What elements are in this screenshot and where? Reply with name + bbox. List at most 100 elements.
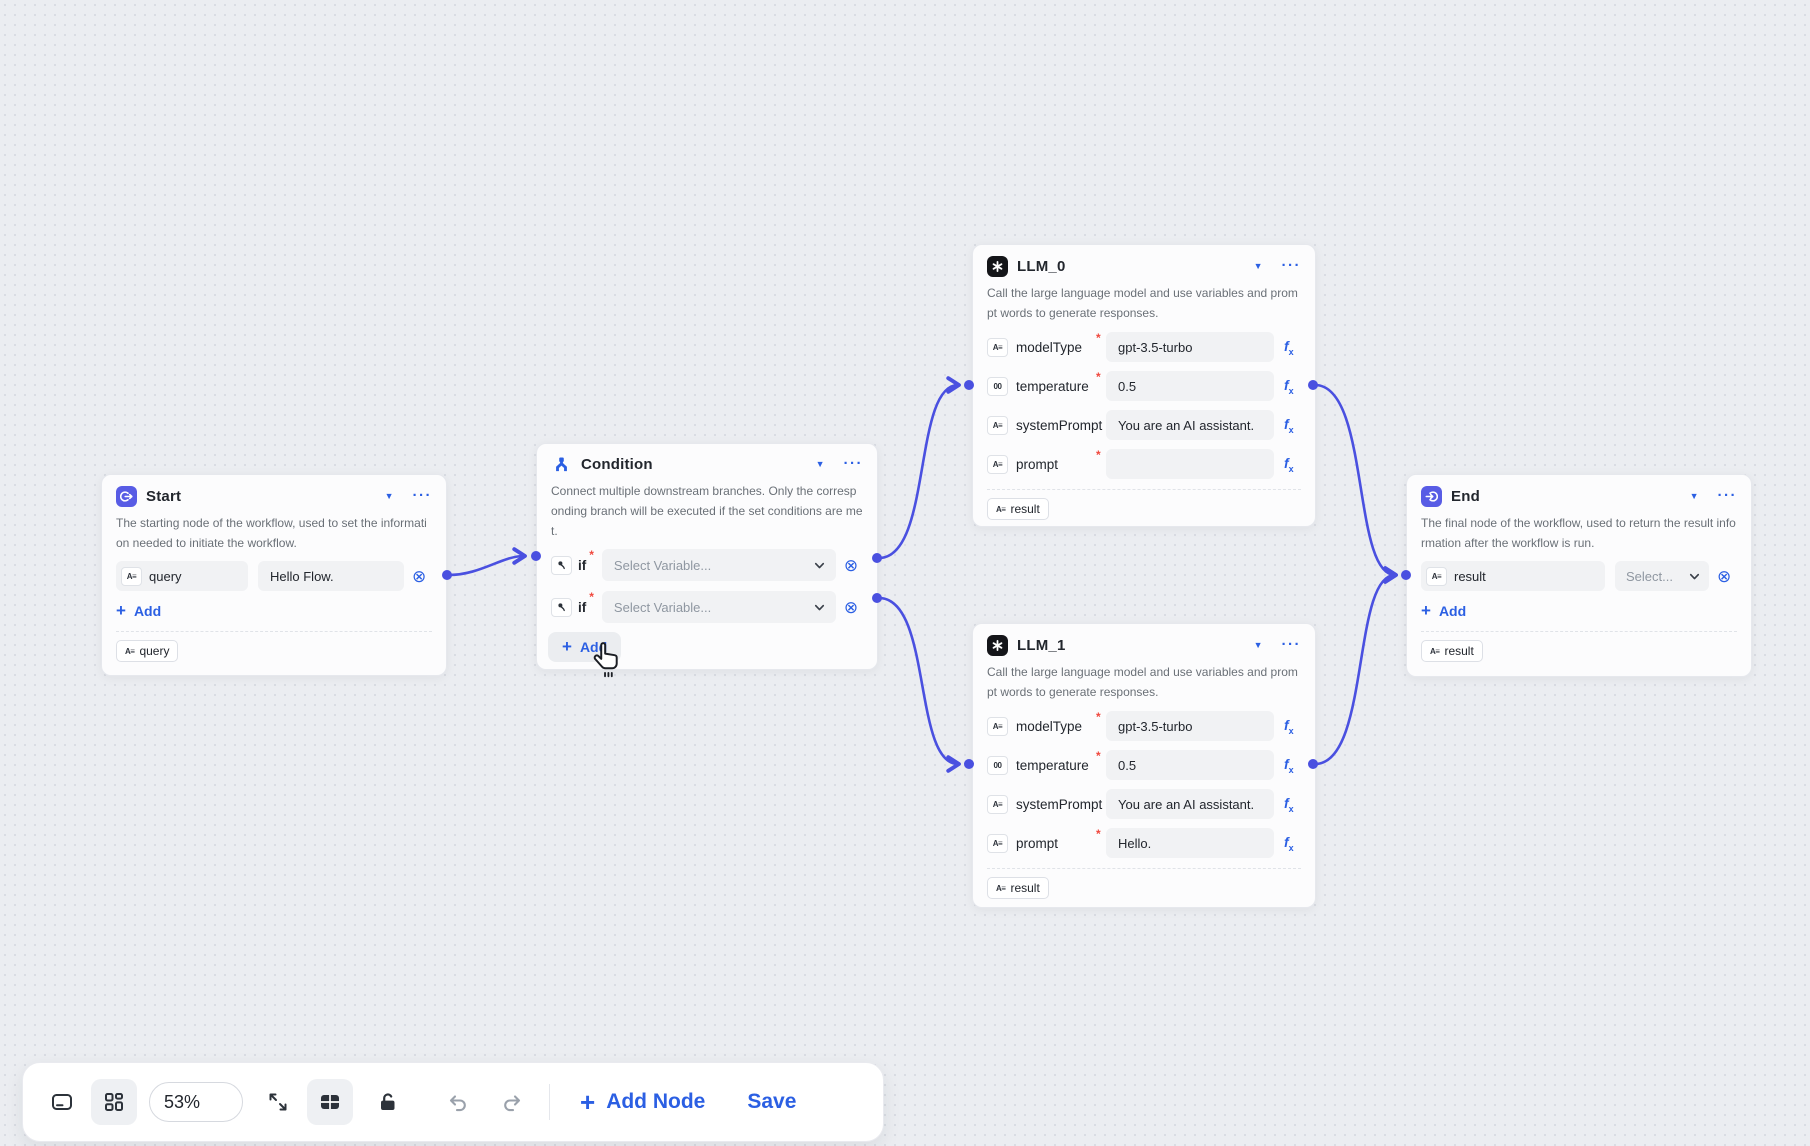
systemprompt-value-input[interactable]: You are an AI assistant. — [1106, 789, 1274, 819]
field-name: systemPrompt — [1016, 417, 1103, 433]
required-marker: * — [1096, 749, 1101, 763]
required-marker: * — [1096, 331, 1101, 345]
prompt-value-input[interactable] — [1106, 449, 1274, 479]
text-type-icon: A≡ — [987, 716, 1008, 736]
start-add-field-button[interactable]: + Add — [116, 602, 162, 619]
remove-branch-icon[interactable]: ⊗ — [843, 597, 859, 617]
add-label: Add — [133, 603, 162, 619]
text-type-icon: A≡ — [996, 504, 1006, 514]
fx-expression-icon[interactable]: fx — [1284, 755, 1294, 775]
output-chip-result[interactable]: A≡ result — [1421, 640, 1483, 662]
text-type-icon: A≡ — [125, 646, 135, 656]
add-node-button[interactable]: + Add Node — [580, 1089, 705, 1115]
zoom-input[interactable] — [149, 1082, 243, 1122]
llm1-node-header: LLM_1 ▼ ··· — [987, 634, 1301, 656]
text-type-icon: A≡ — [987, 337, 1008, 357]
required-marker: * — [1096, 370, 1101, 384]
condition-branch-row: if * Select Variable... ⊗ — [551, 549, 863, 581]
remove-branch-icon[interactable]: ⊗ — [843, 555, 859, 575]
divider — [1421, 631, 1737, 632]
start-field-row: A≡ query Hello Flow. ⊗ — [116, 561, 432, 591]
node-llm1[interactable]: LLM_1 ▼ ··· Call the large language mode… — [972, 623, 1316, 908]
more-menu-icon[interactable]: ··· — [1281, 257, 1301, 274]
more-menu-icon[interactable]: ··· — [412, 487, 432, 504]
fx-expression-icon[interactable]: fx — [1284, 794, 1294, 814]
fx-expression-icon[interactable]: fx — [1284, 337, 1294, 357]
divider — [987, 868, 1301, 869]
fx-expression-icon[interactable]: fx — [1284, 415, 1294, 435]
fx-expression-icon[interactable]: fx — [1284, 376, 1294, 396]
edge-llm0-to-end[interactable] — [1313, 383, 1398, 584]
more-menu-icon[interactable]: ··· — [1717, 487, 1737, 504]
output-chip-result[interactable]: A≡ result — [987, 498, 1049, 520]
lock-canvas-button[interactable] — [365, 1079, 411, 1125]
undo-icon — [449, 1095, 466, 1112]
fx-expression-icon[interactable]: fx — [1284, 716, 1294, 736]
modeltype-value-input[interactable]: gpt-3.5-turbo — [1106, 332, 1274, 362]
redo-button[interactable] — [489, 1079, 535, 1125]
collapse-caret-icon[interactable]: ▼ — [815, 459, 825, 469]
node-end[interactable]: End ▼ ··· The final node of the workflow… — [1406, 474, 1752, 677]
remove-field-icon[interactable]: ⊗ — [1717, 566, 1732, 586]
condition-node-header: Condition ▼ ··· — [551, 453, 863, 475]
temperature-value-input[interactable]: 0.5 — [1106, 371, 1274, 401]
temperature-value-input[interactable]: 0.5 — [1106, 750, 1274, 780]
collapse-caret-icon[interactable]: ▼ — [1253, 640, 1263, 650]
fx-expression-icon[interactable]: fx — [1284, 454, 1294, 474]
required-marker: * — [1096, 710, 1101, 724]
layout-panel-button[interactable] — [91, 1079, 137, 1125]
llm0-node-header: LLM_0 ▼ ··· — [987, 255, 1301, 277]
end-outputs: A≡ result — [1421, 640, 1737, 662]
condition-add-branch-button[interactable]: + Add — [548, 632, 622, 662]
start-field-key[interactable]: A≡ query — [116, 561, 248, 591]
start-node-title: Start — [146, 487, 182, 505]
undo-button[interactable] — [435, 1079, 481, 1125]
collapse-caret-icon[interactable]: ▼ — [1689, 491, 1699, 501]
node-start[interactable]: Start ▼ ··· The starting node of the wor… — [101, 474, 447, 676]
end-field-row: A≡ result Select... ⊗ — [1421, 561, 1737, 591]
collapse-caret-icon[interactable]: ▼ — [384, 491, 394, 501]
text-type-icon: A≡ — [1426, 566, 1447, 586]
end-add-field-button[interactable]: + Add — [1421, 602, 1466, 619]
node-condition[interactable]: Condition ▼ ··· Connect multiple downstr… — [536, 443, 878, 670]
llm-model-icon — [987, 255, 1008, 277]
expand-arrows-icon — [269, 1093, 287, 1111]
end-field-key[interactable]: A≡ result — [1421, 561, 1605, 591]
table-view-button[interactable] — [307, 1079, 353, 1125]
condition-node-description: Connect multiple downstream branches. On… — [551, 484, 863, 538]
edge-llm1-to-end[interactable] — [1313, 566, 1398, 766]
modeltype-value-input[interactable]: gpt-3.5-turbo — [1106, 711, 1274, 741]
end-value-select[interactable]: Select... — [1615, 561, 1709, 591]
llm0-temperature-row: 00 temperature * 0.5 fx — [987, 371, 1301, 401]
toolbar-separator — [549, 1084, 550, 1120]
output-chip-query[interactable]: A≡ query — [116, 640, 179, 662]
condition-variable-select[interactable]: Select Variable... — [601, 549, 836, 581]
edge-condition-to-llm1[interactable] — [877, 596, 961, 773]
collapse-caret-icon[interactable]: ▼ — [1253, 261, 1263, 271]
node-llm0[interactable]: LLM_0 ▼ ··· Call the large language mode… — [972, 244, 1316, 527]
more-menu-icon[interactable]: ··· — [1281, 636, 1301, 653]
start-outputs: A≡ query — [116, 640, 432, 662]
edge-condition-to-llm0[interactable] — [877, 376, 961, 560]
systemprompt-value-input[interactable]: You are an AI assistant. — [1106, 410, 1274, 440]
edge-start-to-condition[interactable] — [447, 547, 527, 577]
more-menu-icon[interactable]: ··· — [843, 455, 863, 472]
fx-expression-icon[interactable]: fx — [1284, 833, 1294, 853]
text-type-icon: A≡ — [987, 833, 1008, 853]
table-icon — [321, 1095, 339, 1109]
condition-variable-select[interactable]: Select Variable... — [601, 591, 836, 623]
output-chip-result[interactable]: A≡ result — [987, 877, 1049, 899]
save-button[interactable]: Save — [747, 1090, 797, 1113]
field-name: prompt — [1016, 835, 1059, 851]
redo-icon — [504, 1095, 521, 1112]
divider — [116, 631, 432, 632]
number-type-icon: 00 — [987, 376, 1008, 396]
prompt-value-input[interactable]: Hello. — [1106, 828, 1274, 858]
required-marker: * — [1096, 827, 1101, 841]
remove-field-icon[interactable]: ⊗ — [412, 566, 427, 586]
chevron-down-icon — [814, 562, 824, 568]
minimap-toggle-button[interactable] — [39, 1079, 85, 1125]
text-type-icon: A≡ — [987, 794, 1008, 814]
start-field-value-input[interactable]: Hello Flow. — [258, 561, 404, 591]
fit-view-button[interactable] — [255, 1079, 301, 1125]
